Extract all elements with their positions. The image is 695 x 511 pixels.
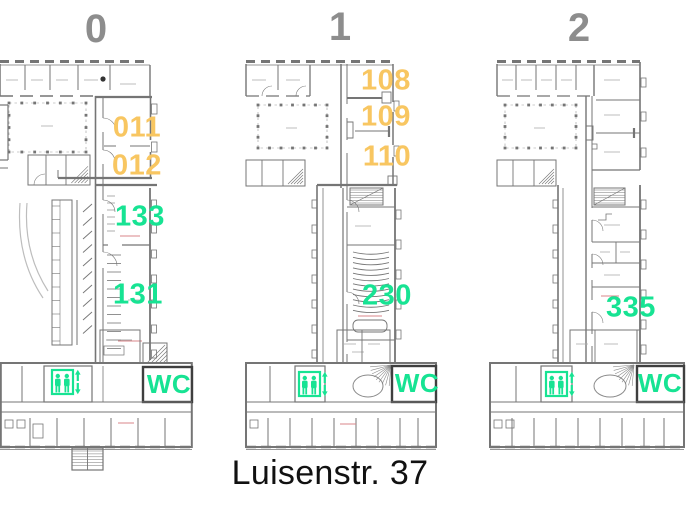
- floor-1-header: 1: [328, 5, 352, 49]
- floor-0-plan: [0, 60, 194, 471]
- floor-1-plan: [245, 60, 438, 450]
- wc-label-floor-1: WC: [394, 368, 440, 398]
- floor-0-header: 0: [84, 7, 108, 51]
- room-label-131: 131: [113, 278, 163, 311]
- room-label-108: 108: [361, 64, 411, 97]
- elevator-icon: [297, 370, 329, 398]
- floor-2-header: 2: [567, 6, 591, 50]
- elevator-icon: [50, 368, 82, 396]
- room-label-012: 012: [112, 149, 162, 182]
- room-label-110: 110: [362, 140, 412, 173]
- room-label-230: 230: [362, 279, 412, 312]
- room-label-335: 335: [606, 291, 656, 324]
- room-label-109: 109: [361, 100, 411, 133]
- room-label-133: 133: [115, 200, 165, 233]
- room-label-011: 011: [112, 111, 162, 144]
- wc-label-floor-2: WC: [637, 368, 683, 398]
- floor-2-plan: [489, 60, 686, 450]
- elevator-icon: [544, 370, 576, 398]
- building-title: Luisenstr. 37: [231, 454, 429, 492]
- wc-label-floor-0: WC: [146, 369, 192, 399]
